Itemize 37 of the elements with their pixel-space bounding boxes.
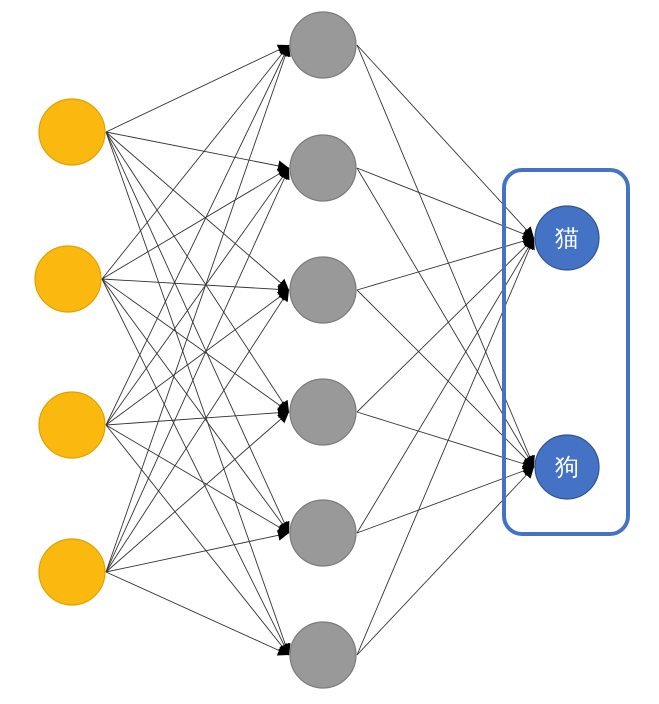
- arrow: [106, 132, 291, 656]
- arrow: [356, 238, 535, 656]
- arrow: [106, 44, 290, 132]
- arrow: [106, 290, 290, 572]
- arrow: [106, 412, 290, 572]
- arrow: [106, 290, 290, 426]
- arrow: [106, 168, 290, 426]
- arrow: [106, 44, 290, 426]
- arrow: [356, 168, 534, 240]
- arrow: [356, 466, 534, 534]
- arrow: [356, 412, 534, 469]
- arrow: [106, 407, 290, 426]
- arrow: [106, 132, 290, 290]
- arrow: [356, 44, 534, 238]
- arrow: [106, 572, 290, 656]
- arrow: [102, 168, 290, 280]
- arrow: [102, 278, 290, 656]
- arrow: [106, 168, 290, 572]
- arrow: [356, 238, 534, 534]
- arrow: [102, 278, 290, 412]
- arrow: [106, 132, 290, 534]
- arrow: [356, 236, 534, 290]
- arrow: [106, 44, 291, 572]
- arrow: [106, 530, 290, 572]
- class-label: 猫: [555, 226, 579, 250]
- arrow: [106, 424, 290, 534]
- arrow: [102, 278, 290, 295]
- arrow: [356, 290, 534, 468]
- arrow: [106, 424, 290, 656]
- arrow: [102, 278, 290, 534]
- arrow: [106, 132, 290, 172]
- arrow: [106, 132, 290, 412]
- arrow: [356, 466, 534, 656]
- arrow: [102, 44, 290, 280]
- output-box: [502, 168, 630, 536]
- arrow: [356, 238, 534, 412]
- class-label: 狗: [555, 455, 579, 479]
